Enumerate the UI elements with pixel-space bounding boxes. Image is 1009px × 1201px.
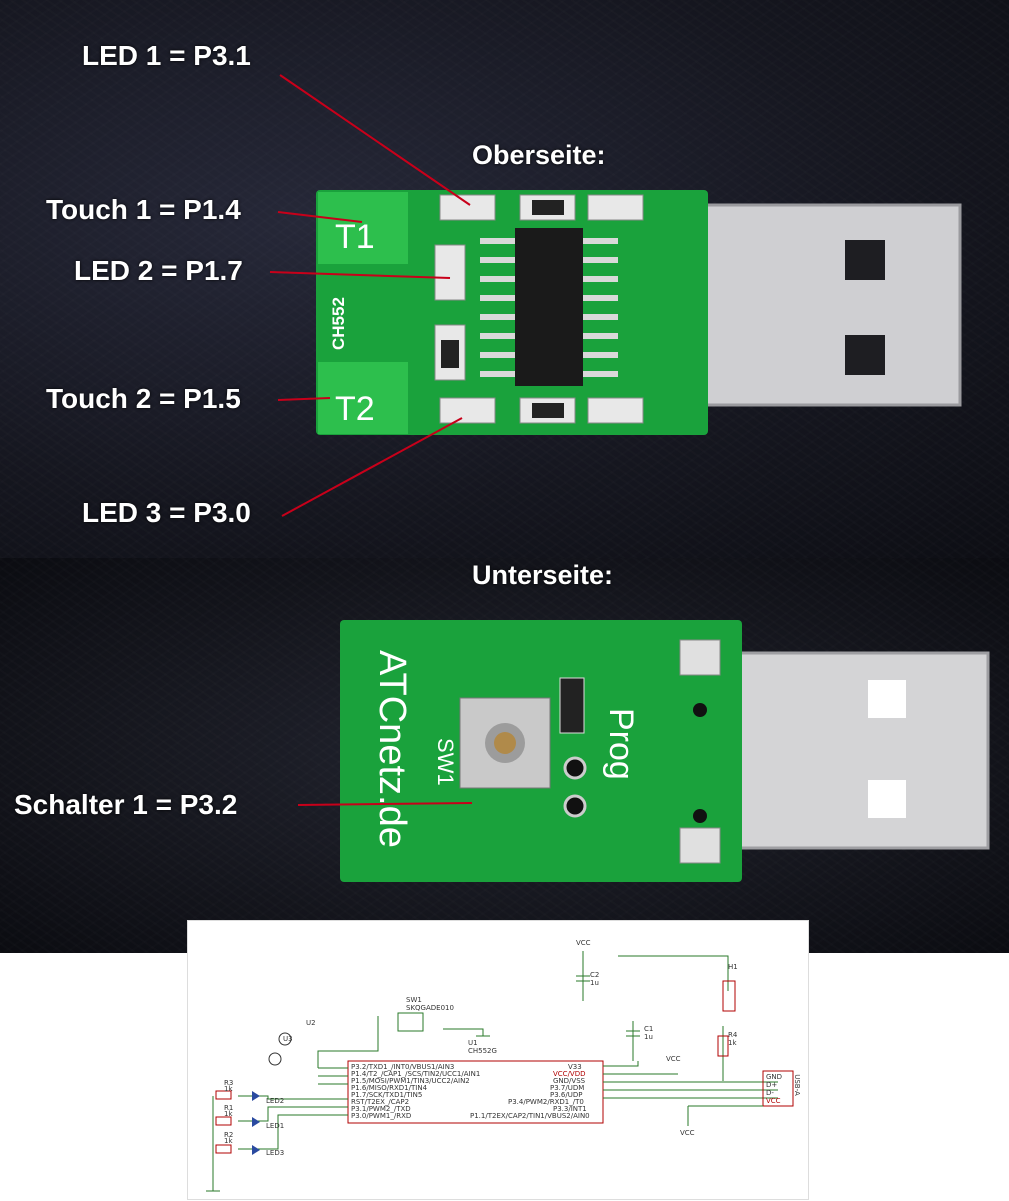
usb-label: USB-A (792, 1074, 801, 1096)
pointer-lines (269, 74, 471, 517)
pin-left: P1.7/SCK/TXD1/TIN5 (351, 1091, 423, 1099)
touch1-label: Touch 1 = P1.4 (46, 194, 241, 225)
t2-silk: T2 (335, 390, 375, 428)
pin-right: P1.1/T2EX/CAP2/TIN1/VBUS2/AIN0 (470, 1112, 590, 1120)
r3-label: R3 (224, 1079, 234, 1087)
r2-label: R2 (224, 1131, 234, 1139)
circuit-schematic: VCC C2 1u C1 1u VCC VCC H1 R4 1k SW1 SKQ… (187, 920, 809, 1200)
pin-left: P1.6/MISO/RXD1/TIN4 (351, 1084, 428, 1092)
c2-value: 1u (590, 979, 599, 987)
schematic-wires (206, 951, 794, 1192)
led2-sch: LED2 (266, 1097, 285, 1105)
usb-pin: VCC (766, 1097, 781, 1105)
ic-pins (480, 238, 618, 377)
pin-left: P3.0/PWM1_/RXD (351, 1112, 412, 1120)
pin-right: P3.3/INT1 (553, 1105, 587, 1113)
bottom-resistor (559, 677, 585, 734)
pin-right: GND/VSS (553, 1077, 586, 1085)
sw1-label: SW1 (406, 996, 422, 1004)
r1-label: R1 (224, 1104, 234, 1112)
bottom-board-photo: ATCnetz.de Prog SW1 Unterseite: Schalter… (0, 558, 1009, 953)
components-top (434, 194, 644, 424)
touch-pad-1 (318, 192, 408, 264)
usb-window (868, 780, 906, 818)
usb-pin: D+ (766, 1081, 778, 1089)
bottom-heading: Unterseite: (472, 560, 614, 590)
usb-hole (845, 240, 885, 280)
ch552-chip (515, 228, 583, 386)
prog-silk: Prog (602, 708, 640, 780)
c1-label: C1 (644, 1025, 654, 1033)
touch-pad-2 (318, 362, 408, 434)
led3-sch: LED3 (266, 1149, 285, 1157)
touch2-label: Touch 2 = P1.5 (46, 383, 241, 414)
r1-value: 1k (224, 1110, 233, 1118)
pin-left: P3.2/TXD1_/INT0/VBUS1/AIN3 (351, 1063, 455, 1071)
usb-pin: D- (766, 1089, 774, 1097)
bottom-board-drawing: ATCnetz.de Prog SW1 (297, 620, 990, 882)
pin-left: P1.5/MOSI/PWM1/TIN3/UCC2/AIN2 (351, 1077, 470, 1085)
switch-pointer-line (297, 802, 473, 806)
c2-label: C2 (590, 971, 600, 979)
usb-hole (845, 335, 885, 375)
vcc-label-3: VCC (680, 1129, 695, 1137)
pin-right: P3.4/PWM2/RXD1_/T0 (508, 1098, 584, 1106)
usb-pin: GND (766, 1073, 783, 1081)
u3-label: U3 (283, 1035, 293, 1043)
led2-label: LED 2 = P1.7 (74, 255, 243, 286)
pin-left: RST/T2EX_/CAP2 (351, 1098, 410, 1106)
pin-right: P3.7/UDM (550, 1084, 585, 1092)
usb-connector-back (738, 651, 990, 850)
vcc-label-2: VCC (666, 1055, 681, 1063)
usb-window (868, 680, 906, 718)
led3-label: LED 3 = P3.0 (82, 497, 251, 528)
chip-silk: CH552 (329, 297, 348, 350)
c1-value: 1u (644, 1033, 653, 1041)
sw1-part: SKQGADE010 (406, 1004, 454, 1012)
r3-value: 1k (224, 1085, 233, 1093)
r4-label: R4 (728, 1031, 738, 1039)
u1-label: U1 (468, 1039, 478, 1047)
r2-value: 1k (224, 1137, 233, 1145)
top-board-drawing: T1 T2 CH552 (269, 74, 962, 517)
switch1-label: Schalter 1 = P3.2 (14, 789, 238, 820)
led1-sch: LED1 (266, 1122, 285, 1130)
led1-label: LED 1 = P3.1 (82, 40, 251, 71)
pin-left: P1.4/T2_/CAP1_/SCS/TIN2/UCC1/AIN1 (351, 1070, 481, 1078)
pin-right: P3.6/UDP (550, 1091, 583, 1099)
vcc-label: VCC (576, 939, 591, 947)
top-board-photo: T1 T2 CH552 Oberseite: LED 1 = P3.1 Touc… (0, 0, 1009, 558)
pin-left: P3.1/PWM2_/TXD (351, 1105, 411, 1113)
sw1-silk: SW1 (433, 738, 458, 786)
pin-right: VCC/VDD (553, 1070, 586, 1078)
site-silk: ATCnetz.de (371, 650, 413, 848)
r4-value: 1k (728, 1039, 737, 1047)
h1-label: H1 (728, 963, 738, 971)
t1-silk: T1 (335, 218, 375, 256)
u1-part: CH552G (468, 1047, 497, 1055)
u2-label: U2 (306, 1019, 316, 1027)
top-heading: Oberseite: (472, 140, 606, 170)
pin-right: V33 (568, 1063, 582, 1071)
